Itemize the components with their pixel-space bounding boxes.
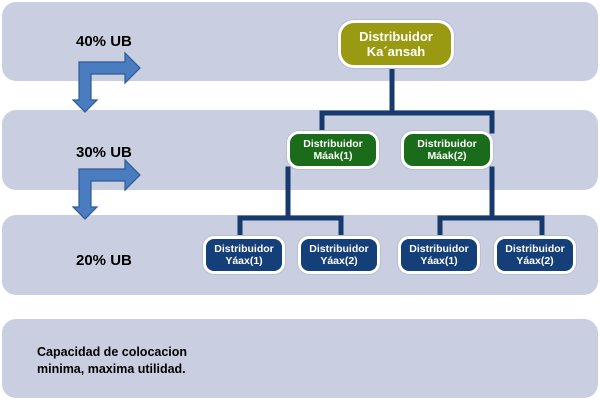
node-subtitle: Máak(1) bbox=[313, 150, 353, 162]
node-subtitle: Yáax(1) bbox=[225, 255, 263, 267]
bent-arrow-icon bbox=[71, 158, 141, 220]
node-distribuidor-yaax-2a: Distribuidor Yáax(2) bbox=[298, 236, 380, 274]
node-distribuidor-yaax-1a: Distribuidor Yáax(1) bbox=[203, 236, 285, 274]
connector-top-to-mid bbox=[319, 65, 495, 134]
node-title: Distribuidor bbox=[505, 243, 565, 255]
capacity-note: Capacidad de colocacion minima, maxima u… bbox=[37, 344, 267, 378]
node-distribuidor-maak-2: Distribuidor Máak(2) bbox=[401, 131, 493, 169]
node-title: Distribuidor bbox=[214, 243, 274, 255]
node-title: Distribuidor bbox=[309, 243, 369, 255]
node-title: Distribuidor bbox=[303, 138, 363, 150]
node-subtitle: Máak(2) bbox=[427, 150, 467, 162]
node-title: Distribuidor bbox=[359, 29, 433, 44]
level-label-40: 40% UB bbox=[76, 33, 132, 50]
note-band bbox=[2, 319, 598, 398]
node-distribuidor-kaansah: Distribuidor Ka´ansah bbox=[338, 20, 454, 68]
node-subtitle: Yáax(2) bbox=[320, 255, 358, 267]
node-title: Distribuidor bbox=[409, 243, 469, 255]
node-subtitle: Yáax(2) bbox=[516, 255, 554, 267]
bent-arrow-icon bbox=[71, 51, 141, 113]
note-line-1: Capacidad de colocacion bbox=[37, 345, 188, 359]
note-line-2: minima, maxima utilidad. bbox=[37, 362, 186, 376]
level-label-30: 30% UB bbox=[76, 144, 132, 161]
node-distribuidor-yaax-2b: Distribuidor Yáax(2) bbox=[494, 236, 576, 274]
node-title: Distribuidor bbox=[417, 138, 477, 150]
connector-mid1-to-leaves bbox=[237, 166, 344, 239]
level-label-20: 20% UB bbox=[76, 252, 132, 269]
node-subtitle: Ka´ansah bbox=[366, 44, 426, 59]
node-subtitle: Yáax(1) bbox=[420, 255, 458, 267]
node-distribuidor-yaax-1b: Distribuidor Yáax(1) bbox=[398, 236, 480, 274]
connector-mid2-to-leaves bbox=[437, 166, 545, 239]
node-distribuidor-maak-1: Distribuidor Máak(1) bbox=[287, 131, 379, 169]
